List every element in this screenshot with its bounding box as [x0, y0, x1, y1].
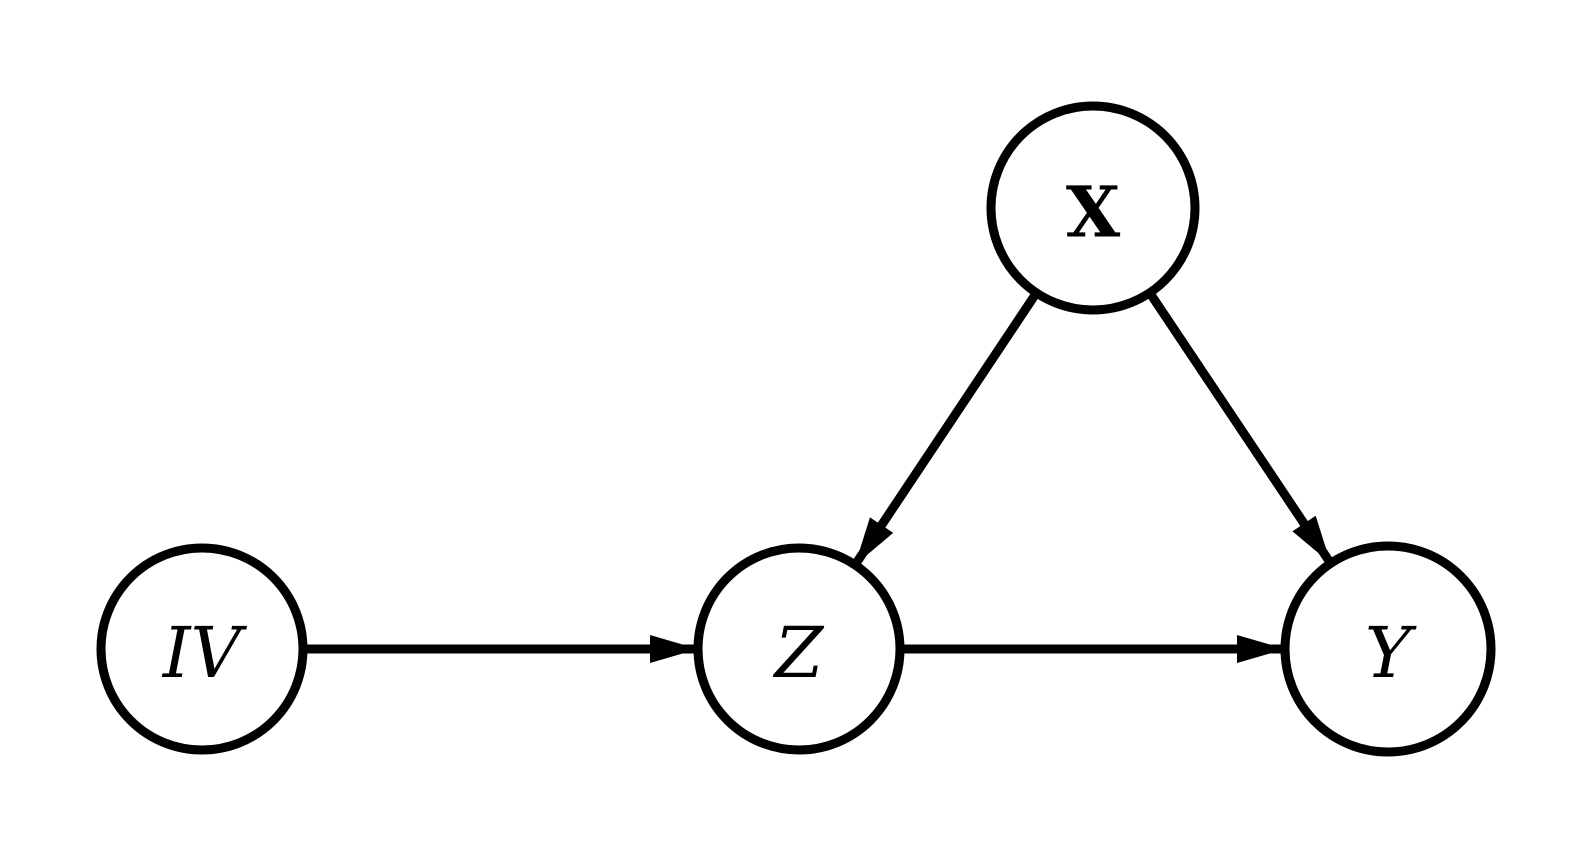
node-label-IV: IV	[161, 612, 248, 694]
node-label-X: X	[1066, 171, 1121, 254]
node-Y: Y	[1280, 541, 1496, 757]
node-circle-X	[986, 101, 1200, 315]
edge-X-Z	[851, 290, 1041, 568]
node-circle-Y	[1280, 541, 1496, 757]
edge-X-Y	[1145, 290, 1335, 566]
node-Z: Z	[693, 543, 905, 755]
node-IV: IV	[96, 543, 308, 755]
node-X: X	[986, 101, 1200, 315]
node-label-Y: Y	[1365, 612, 1417, 694]
node-label-Z: Z	[773, 612, 825, 694]
node-circle-Z	[693, 543, 905, 755]
node-circle-IV	[96, 543, 308, 755]
